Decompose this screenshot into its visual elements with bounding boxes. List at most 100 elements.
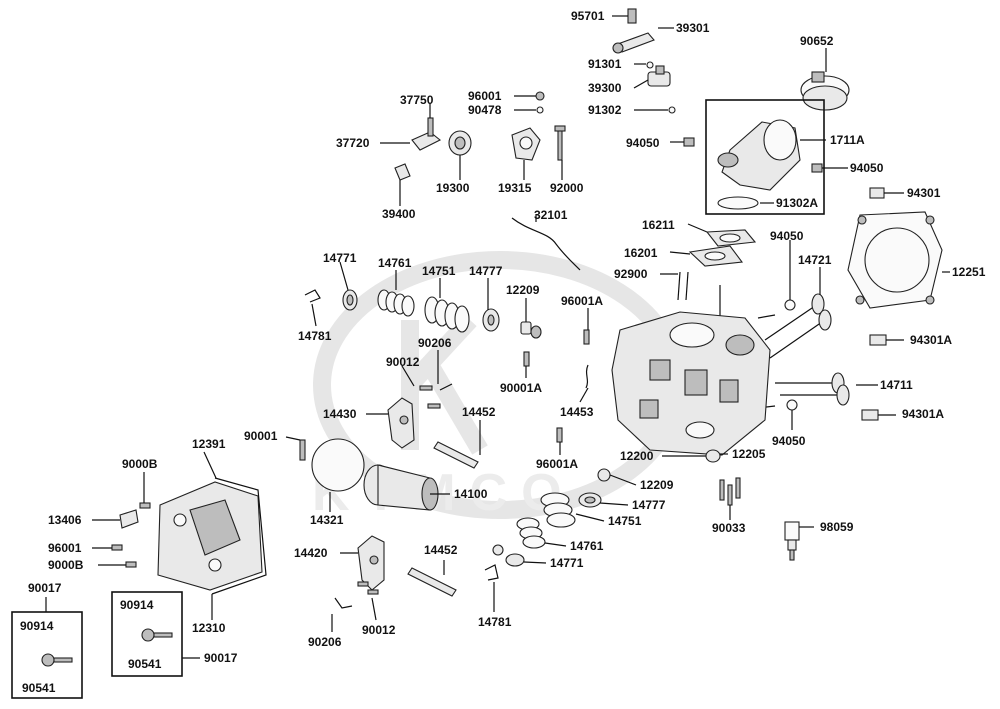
label-90914-b: 90914 xyxy=(120,598,154,612)
label-91302A: 91302A xyxy=(776,196,818,210)
shaft-14452-a xyxy=(433,441,479,469)
bolt-assembly-right xyxy=(141,628,173,642)
bolt-90012-a xyxy=(419,385,441,409)
label-90033: 90033 xyxy=(712,521,746,535)
nut-94050-a xyxy=(683,137,695,147)
sensor-39400 xyxy=(394,163,411,181)
spring-14751-a xyxy=(424,296,470,333)
bolt-92000 xyxy=(554,125,566,161)
label-19300: 19300 xyxy=(436,181,470,195)
sensor-37720 xyxy=(411,117,442,151)
label-14761-b: 14761 xyxy=(570,539,604,553)
seat-14777-a xyxy=(482,308,500,332)
sensor-39301 xyxy=(612,8,655,54)
label-96001A-b: 96001A xyxy=(536,457,578,471)
gasket-12391 xyxy=(211,477,267,595)
valve-14711 xyxy=(775,372,850,406)
label-12205: 12205 xyxy=(732,447,766,461)
label-19315: 19315 xyxy=(498,181,532,195)
washer-14761-b xyxy=(492,544,504,556)
label-14721: 14721 xyxy=(798,253,832,267)
label-12200: 12200 xyxy=(620,449,654,463)
seat-14777-b xyxy=(578,492,602,508)
label-96001-b: 96001 xyxy=(48,541,82,555)
retainer-14771-a xyxy=(342,289,358,311)
bolt-96001A-b xyxy=(556,427,563,443)
label-92900: 92900 xyxy=(614,267,648,281)
part-90206-a xyxy=(439,383,453,391)
label-14430: 14430 xyxy=(323,407,357,421)
label-96001A-a: 96001A xyxy=(561,294,603,308)
seal-12209-b xyxy=(597,468,611,482)
bolt-96001-top xyxy=(535,91,545,101)
label-39300: 39300 xyxy=(588,81,622,95)
label-90206-a: 90206 xyxy=(418,336,452,350)
label-13406: 13406 xyxy=(48,513,82,527)
valve-14721 xyxy=(764,293,832,359)
label-14777-a: 14777 xyxy=(469,264,503,278)
label-14771-b: 14771 xyxy=(550,556,584,570)
gasket-16201 xyxy=(688,245,744,267)
spring-14761-b xyxy=(516,517,546,549)
bearing-19300 xyxy=(448,130,472,156)
label-12209-b: 12209 xyxy=(640,478,674,492)
label-14751-a: 14751 xyxy=(422,264,456,278)
washer-94050-d xyxy=(786,399,798,411)
label-39400: 39400 xyxy=(382,207,416,221)
manifold-group-box xyxy=(705,99,825,215)
label-94301A-b: 94301A xyxy=(902,407,944,421)
cylinder-head-12200 xyxy=(611,311,771,456)
label-14781-a: 14781 xyxy=(298,329,332,343)
sensor-39300 xyxy=(647,65,671,87)
camshaft-14100 xyxy=(363,464,439,511)
part-90206-b xyxy=(334,597,353,609)
cover-19315 xyxy=(511,127,541,161)
label-90914-a: 90914 xyxy=(20,619,54,633)
cotter-14781-b xyxy=(484,564,499,581)
label-16211: 16211 xyxy=(642,218,675,232)
dowel-94301 xyxy=(869,187,885,199)
bolt-9000B-b xyxy=(125,561,137,568)
label-14777-b: 14777 xyxy=(632,498,666,512)
dowel-94301A-a xyxy=(869,334,887,346)
spark-plug-98059 xyxy=(784,521,800,561)
label-14453: 14453 xyxy=(560,405,594,419)
washer-91302 xyxy=(668,106,676,114)
label-16201: 16201 xyxy=(624,246,658,260)
rocker-14420 xyxy=(357,535,385,591)
label-90541-b: 90541 xyxy=(22,681,56,695)
bolt-90001 xyxy=(299,439,306,461)
label-14452-b: 14452 xyxy=(424,543,458,557)
label-94050-a: 94050 xyxy=(626,136,660,150)
label-1711A: 1711A xyxy=(830,133,865,147)
label-9000B-b: 9000B xyxy=(48,558,84,572)
bolt-assembly-left xyxy=(41,653,73,667)
bolt-90012-b xyxy=(367,589,379,595)
label-90012-a: 90012 xyxy=(386,355,420,369)
pin-14453 xyxy=(585,364,589,389)
washer-90478 xyxy=(536,106,544,114)
clamp-90652 xyxy=(800,71,850,111)
bolt-90001A xyxy=(523,351,530,367)
label-96001-top: 96001 xyxy=(468,89,502,103)
head-gasket-12251 xyxy=(847,211,943,309)
label-14771-a: 14771 xyxy=(323,251,357,265)
dowel-94301A-b xyxy=(861,409,879,421)
label-37750: 37750 xyxy=(400,93,434,107)
shaft-14452-b xyxy=(407,567,457,597)
rocker-14430 xyxy=(387,397,415,449)
wire-32101 xyxy=(511,217,581,271)
label-98059: 98059 xyxy=(820,520,854,534)
bolt-box-left xyxy=(11,611,83,699)
washer-94050-c xyxy=(784,299,796,311)
label-32101: 32101 xyxy=(534,208,568,222)
label-14452-a: 14452 xyxy=(462,405,496,419)
clip-13406 xyxy=(119,509,139,529)
gasket-16211 xyxy=(705,229,757,247)
cotter-14781-a xyxy=(304,289,321,303)
label-94301A-a: 94301A xyxy=(910,333,952,347)
label-9000B-a: 9000B xyxy=(122,457,158,471)
label-12251: 12251 xyxy=(952,265,986,279)
